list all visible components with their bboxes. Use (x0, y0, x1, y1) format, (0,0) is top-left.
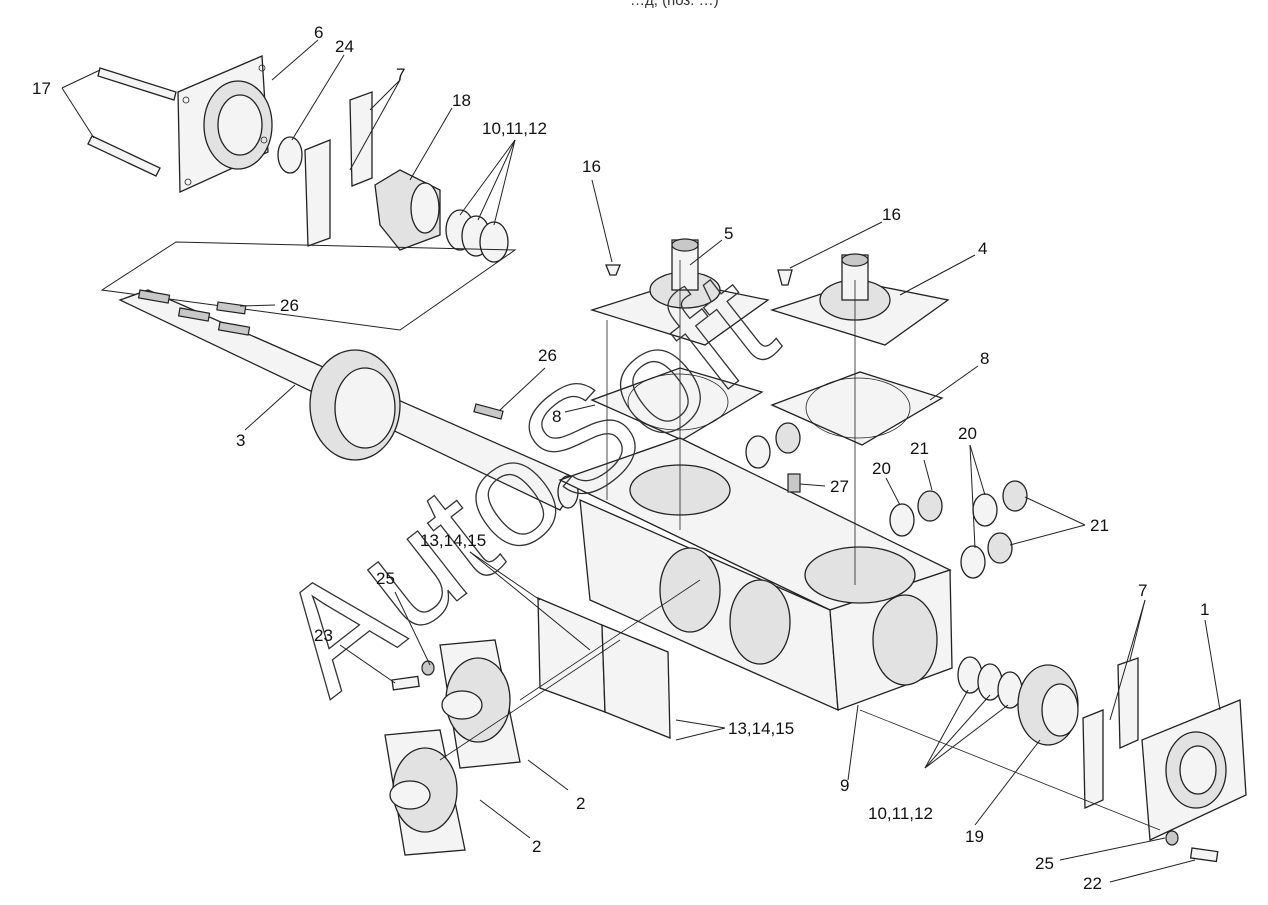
key-26b (473, 403, 504, 420)
callout-2-lower: 2 (532, 837, 542, 856)
callout-27: 27 (830, 477, 849, 496)
callout-6: 6 (314, 23, 324, 42)
header-text: …д, (поз. …) (630, 0, 719, 9)
shims-7-bottom (1082, 657, 1139, 809)
callout-2-upper: 2 (576, 794, 586, 813)
callout-10-11-12-bottom: 10,11,12 (868, 804, 933, 823)
bevel-gear-18 (374, 169, 441, 251)
shaft-3 (118, 289, 581, 511)
callout-19: 19 (965, 827, 984, 846)
callout-23: 23 (314, 626, 333, 645)
callout-8-left: 8 (552, 407, 562, 426)
callout-26-upper: 26 (280, 296, 299, 315)
callout-24: 24 (335, 37, 354, 56)
callout-4: 4 (978, 239, 988, 258)
callout-9: 9 (840, 776, 850, 795)
shims-7-top (304, 91, 373, 247)
callout-17: 17 (32, 79, 51, 98)
gaskets-8 (590, 367, 944, 446)
callout-21-upper: 21 (910, 439, 929, 458)
oring-24 (277, 136, 303, 174)
callout-21-lower: 21 (1090, 516, 1109, 535)
flange-6 (177, 55, 273, 194)
screw-16b (777, 269, 793, 286)
housing-9 (558, 437, 953, 712)
callout-18: 18 (452, 91, 471, 110)
shims-10-12-bottom (957, 656, 1023, 709)
callout-7-top: 7 (396, 65, 406, 84)
key-26a (216, 301, 247, 315)
callout-25-right: 25 (1035, 854, 1054, 873)
flange-2-upper (439, 639, 521, 769)
pins-17 (87, 67, 177, 177)
washer-25b (1165, 830, 1179, 846)
assembly-lines (439, 260, 1161, 831)
callout-10-11-12-top: 10,11,12 (482, 119, 547, 138)
bolt-23 (391, 675, 420, 691)
callout-16-right: 16 (882, 205, 901, 224)
callout-5: 5 (724, 224, 734, 243)
screw-16a (605, 264, 621, 276)
callout-13-14-15-lower: 13,14,15 (728, 719, 795, 738)
callout-25-left: 25 (376, 569, 395, 588)
gear-19 (1017, 664, 1079, 746)
callout-8-right: 8 (980, 349, 990, 368)
leader-lines (61, 39, 1221, 883)
callout-20-right: 20 (958, 424, 977, 443)
plug-27 (787, 473, 801, 493)
flange-2-lower (384, 729, 466, 856)
flange-1 (1141, 699, 1247, 841)
shims-10-12-top (445, 209, 509, 263)
bolt-22 (1189, 847, 1219, 863)
cover-4 (769, 253, 950, 346)
key-detail-frame (100, 241, 517, 331)
callout-22: 22 (1083, 874, 1102, 893)
callout-3: 3 (236, 431, 246, 450)
callout-26-lower: 26 (538, 346, 557, 365)
callout-13-14-15-upper: 13,14,15 (420, 531, 487, 550)
callout-7-bottom: 7 (1138, 581, 1148, 600)
rings-20-21 (745, 422, 1028, 579)
callout-20-left: 20 (872, 459, 891, 478)
callout-16-left: 16 (582, 157, 601, 176)
callout-1: 1 (1200, 600, 1210, 619)
